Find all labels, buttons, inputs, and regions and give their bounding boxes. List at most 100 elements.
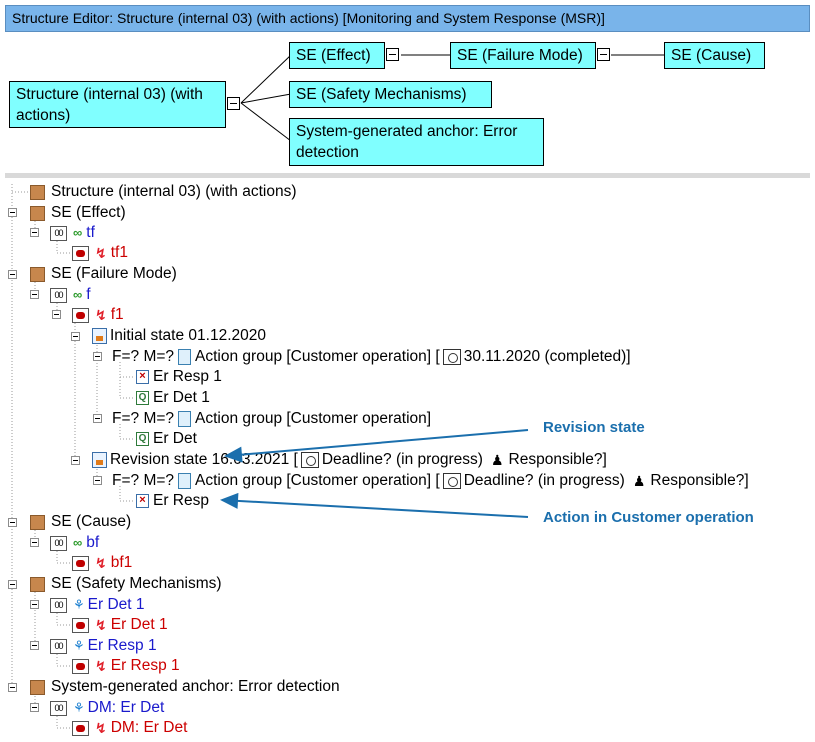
- tree-collapse-button[interactable]: [8, 518, 17, 527]
- tree-label: bf: [86, 534, 100, 551]
- tree-row-dm-er-det-failure[interactable]: ↯ DM: Er Det: [72, 718, 187, 738]
- tree-collapse-button[interactable]: [30, 641, 39, 650]
- tree-row-se-failure-mode[interactable]: SE (Failure Mode): [30, 264, 177, 284]
- clock-icon: [442, 473, 461, 489]
- tree-row-sm-er-resp-1[interactable]: 00 ⚘ Er Resp 1: [50, 636, 157, 656]
- tree-label: f: [86, 286, 91, 303]
- tree-collapse-button[interactable]: [93, 352, 102, 361]
- clock-icon: [442, 349, 461, 365]
- lightning-icon: ↯: [95, 658, 107, 674]
- function-icon: 00: [50, 225, 67, 241]
- tree-row-tf1[interactable]: ↯ tf1: [72, 243, 128, 263]
- tree-row-se-safety[interactable]: SE (Safety Mechanisms): [30, 574, 222, 594]
- diagram-node-root[interactable]: Structure (internal 03) (with actions): [9, 81, 226, 128]
- collapse-root-button[interactable]: [227, 97, 240, 110]
- annotation-revision-state: Revision state: [543, 419, 645, 436]
- tree-collapse-button[interactable]: [8, 580, 17, 589]
- tree-collapse-button[interactable]: [30, 538, 39, 547]
- tree-label: Er Det 1: [153, 389, 210, 406]
- annotation-action-customer-operation: Action in Customer operation: [543, 509, 754, 526]
- collapse-effect-button[interactable]: [386, 48, 399, 61]
- tree-row-tf[interactable]: 00 ∞ tf: [50, 223, 95, 243]
- calendar-icon: [92, 328, 107, 344]
- tree-row-bf[interactable]: 00 ∞ bf: [50, 533, 99, 553]
- tree-row-sm-er-resp-1-failure[interactable]: ↯ Er Resp 1: [72, 656, 180, 676]
- pane-divider[interactable]: [5, 173, 810, 178]
- tree-row-f[interactable]: 00 ∞ f: [50, 285, 91, 305]
- tree-label: SE (Cause): [51, 513, 132, 530]
- tree-label: Er Resp 1: [153, 368, 222, 385]
- tree-collapse-button[interactable]: [8, 683, 17, 692]
- tree-row-action-group-2[interactable]: F=? M=? Action group [Customer operation…: [112, 409, 431, 429]
- tree-collapse-button[interactable]: [8, 270, 17, 279]
- clock-icon: [300, 452, 319, 468]
- clipboard-icon: [178, 411, 192, 427]
- tree-collapse-button[interactable]: [71, 332, 80, 341]
- diagram-node-effect[interactable]: SE (Effect): [289, 42, 385, 69]
- tree-row-se-effect[interactable]: SE (Effect): [30, 203, 126, 223]
- detection-icon: Q: [136, 432, 149, 446]
- diagram-node-anchor[interactable]: System-generated anchor: Error detection: [289, 118, 544, 166]
- window-title: Structure Editor: Structure (internal 03…: [5, 5, 810, 32]
- tree-row-action-group-1[interactable]: F=? M=? Action group [Customer operation…: [112, 347, 631, 367]
- tree-label: SE (Safety Mechanisms): [51, 575, 222, 592]
- tree-label-date: 30.11.2020 (completed)]: [463, 348, 631, 365]
- tree-collapse-button[interactable]: [30, 290, 39, 299]
- tree-label: bf1: [110, 554, 133, 571]
- lightning-icon: ↯: [95, 245, 107, 261]
- tree-row-er-resp[interactable]: × Er Resp: [136, 491, 209, 511]
- tree-label: SE (Failure Mode): [51, 265, 177, 282]
- tree-label-responsible: Responsible?]: [508, 451, 607, 468]
- tree-collapse-button[interactable]: [93, 414, 102, 423]
- link-icon: ∞: [73, 287, 83, 302]
- tree-collapse-button[interactable]: [93, 476, 102, 485]
- tree-row-initial-state[interactable]: Initial state 01.12.2020: [92, 326, 266, 346]
- diagram-node-failure-mode[interactable]: SE (Failure Mode): [450, 42, 596, 69]
- response-icon: ×: [136, 370, 149, 384]
- failure-icon: [72, 720, 89, 736]
- tree-row-bf1[interactable]: ↯ bf1: [72, 553, 132, 573]
- tree-collapse-button[interactable]: [8, 208, 17, 217]
- tree-label: Action group [Customer operation] [: [195, 472, 440, 489]
- tree-label: Action group [Customer operation] [: [195, 348, 440, 365]
- tree-row-sm-er-det-1-failure[interactable]: ↯ Er Det 1: [72, 615, 168, 635]
- tree-row-er-det-1[interactable]: Q Er Det 1: [136, 388, 210, 408]
- tree-label: f1: [110, 306, 124, 323]
- tree-row-er-det[interactable]: Q Er Det: [136, 429, 197, 449]
- safety-mechanism-icon: ⚘: [73, 597, 85, 612]
- failure-icon: [72, 617, 89, 633]
- link-icon: ∞: [73, 225, 83, 240]
- collapse-failure-mode-button[interactable]: [597, 48, 610, 61]
- tree-row-anchor[interactable]: System-generated anchor: Error detection: [30, 677, 340, 697]
- tree-row-root[interactable]: Structure (internal 03) (with actions): [30, 182, 297, 202]
- tree-collapse-button[interactable]: [71, 456, 80, 465]
- tree-collapse-button[interactable]: [52, 310, 61, 319]
- tree-label-prefix: F=? M=?: [112, 348, 175, 365]
- tree-label-prefix: F=? M=?: [112, 410, 175, 427]
- tree-collapse-button[interactable]: [30, 703, 39, 712]
- tree-label: SE (Effect): [51, 204, 126, 221]
- lightning-icon: ↯: [95, 555, 107, 571]
- link-icon: ∞: [73, 535, 83, 550]
- tree-label: Er Resp 1: [87, 637, 157, 654]
- tree-row-f1[interactable]: ↯ f1: [72, 305, 124, 325]
- response-icon: ×: [136, 494, 149, 508]
- tree-label: DM: Er Det: [87, 699, 165, 716]
- tree-row-er-resp-1[interactable]: × Er Resp 1: [136, 367, 222, 387]
- tree-collapse-button[interactable]: [30, 600, 39, 609]
- function-icon: 00: [50, 638, 67, 654]
- tree-row-dm-er-det[interactable]: 00 ⚘ DM: Er Det: [50, 698, 164, 718]
- person-icon: ♟: [632, 473, 646, 489]
- tree-row-action-group-3[interactable]: F=? M=? Action group [Customer operation…: [112, 471, 749, 491]
- tree-label: tf1: [110, 244, 128, 261]
- diagram-connectors: [240, 54, 664, 142]
- tree-row-se-cause[interactable]: SE (Cause): [30, 512, 131, 532]
- tree-label: Action group [Customer operation]: [195, 410, 432, 427]
- safety-mechanism-icon: ⚘: [73, 700, 85, 715]
- tree-collapse-button[interactable]: [30, 228, 39, 237]
- tree-row-sm-er-det-1[interactable]: 00 ⚘ Er Det 1: [50, 595, 145, 615]
- tree-row-revision-state[interactable]: Revision state 16.03.2021 [ Deadline? (i…: [92, 450, 607, 470]
- diagram-node-cause[interactable]: SE (Cause): [664, 42, 765, 69]
- diagram-node-safety-mechanisms[interactable]: SE (Safety Mechanisms): [289, 81, 492, 108]
- tree-label-prefix: F=? M=?: [112, 472, 175, 489]
